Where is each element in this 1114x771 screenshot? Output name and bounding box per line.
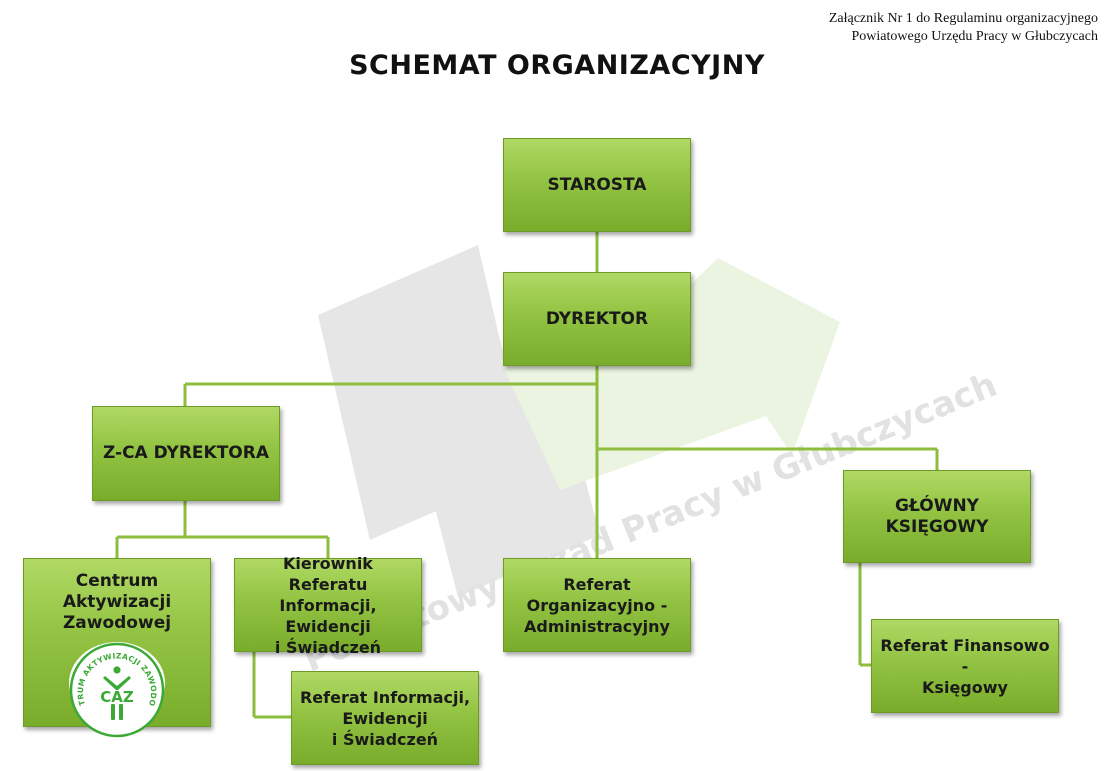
node-zca-dyrektora: Z-CA DYREKTORA (92, 406, 280, 501)
node-dyrektor-label: DYREKTOR (545, 308, 649, 329)
annex-line-2: Powiatowego Urzędu Pracy w Głubczycach (851, 29, 1098, 44)
node-glowny-label: GŁÓWNY KSIĘGOWY (885, 495, 989, 537)
node-referat-organizacyjno: Referat Organizacyjno - Administracyjny (503, 558, 691, 652)
node-fin-line-2: Księgowy (922, 677, 1008, 697)
node-kierownik-line-2: Informacji, Ewidencji (279, 595, 377, 636)
node-kierownik-referatu: Kierownik Referatu Informacji, Ewidencji… (234, 554, 422, 657)
node-referat-informacji: Referat Informacji, Ewidencji i Świadcze… (291, 671, 479, 765)
caz-abbr: CAZ (100, 688, 134, 706)
node-caz-line-2: Zawodowej (62, 613, 172, 633)
watermark-arrow (500, 258, 840, 490)
node-inf-line-3: i Świadczeń (331, 729, 439, 749)
page-title: SCHEMAT ORGANIZACYJNY (349, 50, 765, 81)
node-org-line-1: Referat (563, 574, 631, 594)
node-fin-line-1: Referat Finansowo - (880, 635, 1050, 676)
node-starosta-label: STAROSTA (547, 174, 647, 195)
node-starosta: STAROSTA (503, 138, 691, 232)
node-referat-finansowo: Referat Finansowo - Księgowy (871, 619, 1059, 713)
node-dyrektor: DYREKTOR (503, 272, 691, 366)
annex-note: Załącznik Nr 1 do Regulaminu organizacyj… (829, 10, 1098, 46)
node-kierownik-line-1: Kierownik Referatu (283, 553, 373, 594)
caz-logo-graphic: CENTRUM AKTYWIZACJI ZAWODOWEJ CAZ (69, 642, 165, 738)
node-caz-line-1: Centrum Aktywizacji (62, 571, 172, 612)
node-kierownik-line-3: i Świadczeń (274, 637, 382, 657)
node-org-line-2: Organizacyjno - (526, 595, 668, 615)
caz-logo: CENTRUM AKTYWIZACJI ZAWODOWEJ CAZ (69, 642, 165, 738)
node-glowny-ksiegowy: GŁÓWNY KSIĘGOWY (843, 470, 1031, 563)
node-inf-line-1: Referat Informacji, (299, 687, 471, 707)
annex-line-1: Załącznik Nr 1 do Regulaminu organizacyj… (828, 11, 1098, 26)
node-zca-label: Z-CA DYREKTORA (103, 443, 269, 463)
node-org-line-3: Administracyjny (524, 616, 670, 636)
node-inf-line-2: Ewidencji (342, 708, 428, 728)
caz-figure-icon (103, 666, 131, 720)
node-centrum-aktywizacji: Centrum Aktywizacji Zawodowej CENTRUM AK… (23, 558, 211, 738)
